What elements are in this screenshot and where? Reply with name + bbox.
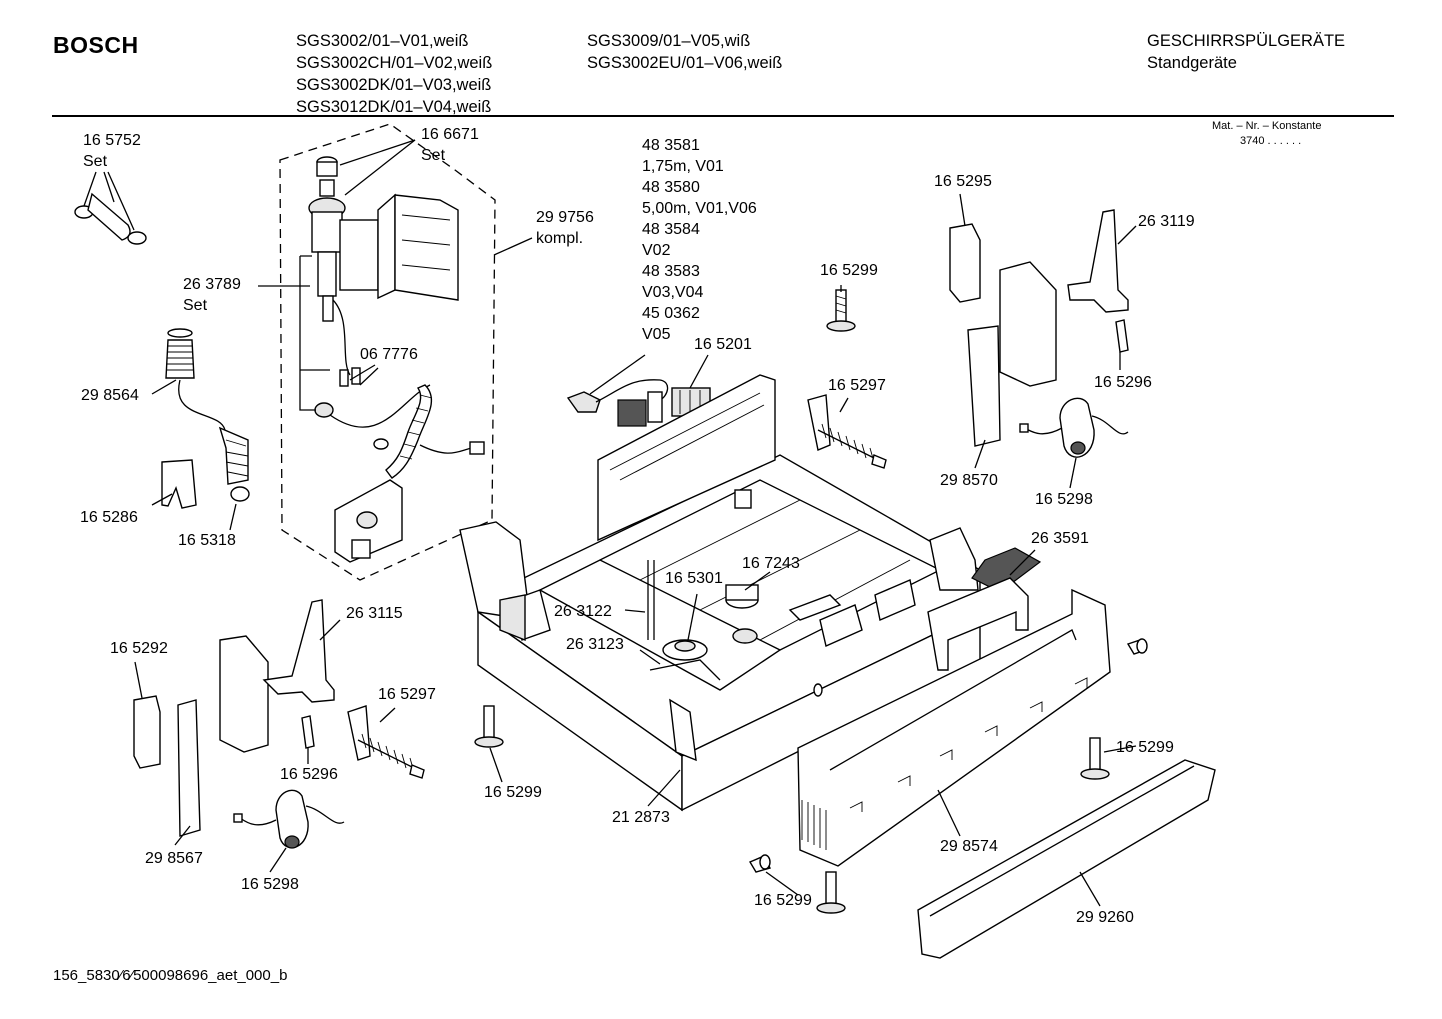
spring-bracket-left	[347, 705, 425, 779]
assembly-outline	[279, 123, 496, 581]
part-label: 26 3122	[554, 603, 612, 620]
model-code: SGS3002EU/01–V06,weiß	[587, 54, 783, 72]
brand-logo: BOSCH	[53, 32, 139, 58]
cover-strip	[927, 547, 1042, 671]
part-label: 16 5298	[1035, 491, 1093, 508]
part-label: 06 7776	[360, 346, 418, 363]
part-label: 16 5299	[1116, 739, 1174, 756]
document-id: 156_5830⁄6⁄500098696_aet_000_b	[53, 967, 288, 984]
part-label: 29 8574	[940, 838, 998, 855]
model-code: SGS3012DK/01–V04,weiß	[296, 98, 492, 116]
part-label: 26 3119	[1138, 213, 1195, 230]
screw-right	[1080, 737, 1110, 780]
part-label: 29 8567	[145, 850, 203, 867]
part-label: 26 3115	[346, 605, 403, 622]
screw-small-right	[1126, 638, 1148, 655]
part-label: 16 5298	[241, 876, 299, 893]
model-code: SGS3002DK/01–V03,weiß	[296, 76, 492, 94]
part-label: 16 5296	[280, 766, 338, 783]
model-list-right: SGS3009/01–V05,wiß SGS3002EU/01–V06,weiß	[587, 30, 782, 74]
part-label: 16 5301	[665, 570, 723, 587]
part-label: 26 3123	[566, 636, 624, 653]
spring-bracket-right	[807, 394, 887, 469]
part-label: 16 5297	[378, 686, 436, 703]
part-label: 16 5299	[820, 262, 878, 279]
model-code: SGS3009/01–V05,wiß	[587, 32, 751, 50]
mat-label: Mat. – Nr. – Konstante	[1212, 120, 1322, 132]
part-label: 29 8570	[940, 472, 998, 489]
model-code: SGS3002/01–V01,weiß	[296, 32, 469, 50]
front-kick-panel	[797, 588, 1111, 867]
part-label: 29 8564	[81, 387, 139, 404]
plinth-strip	[917, 759, 1216, 959]
part-label: 21 2873	[612, 809, 670, 826]
aquastop-valve-assembly	[299, 156, 485, 563]
part-label: 26 3591	[1031, 530, 1089, 547]
left-hinge-bracket	[133, 599, 345, 849]
category-block: GESCHIRRSPÜLGERÄTE Standgeräte	[1147, 30, 1345, 74]
part-label: 16 5292	[110, 640, 168, 657]
model-list-left: SGS3002/01–V01,weiß SGS3002CH/01–V02,wei…	[296, 30, 492, 118]
screw-bottom	[816, 871, 846, 914]
header-rule	[52, 115, 1394, 117]
hose-clip	[161, 459, 197, 509]
part-label: 16 7243	[742, 555, 800, 572]
part-label: 16 5318	[178, 532, 236, 549]
part-label: 29 9260	[1076, 909, 1134, 926]
part-label: 16 5299	[484, 784, 542, 801]
model-code: SGS3002CH/01–V02,weiß	[296, 54, 493, 72]
screw	[826, 289, 856, 332]
part-label: 16 5286	[80, 509, 138, 526]
leader-lines	[134, 139, 1137, 907]
screw-center	[474, 705, 504, 748]
subcategory: Standgeräte	[1147, 54, 1237, 72]
part-label: 16 5201	[694, 336, 752, 353]
right-hinge-bracket	[949, 209, 1129, 458]
drain-hose	[165, 328, 250, 502]
category-title: GESCHIRRSPÜLGERÄTE	[1147, 32, 1346, 50]
part-label: 16 5295	[934, 173, 992, 190]
part-label: 16 5296	[1094, 374, 1152, 391]
part-label: 16 5297	[828, 377, 886, 394]
material-constant: Mat. – Nr. – Konstante 3740 . . . . . .	[1212, 119, 1321, 149]
part-label: 16 5299	[754, 892, 812, 909]
mat-code: 3740 . . . . . .	[1240, 135, 1302, 147]
part-label-cable-variants: 48 3581 1,75m, V01 48 3580 5,00m, V01,V0…	[642, 137, 757, 343]
hose-clamp-set	[74, 171, 147, 245]
screw-small-bottom	[748, 854, 772, 873]
